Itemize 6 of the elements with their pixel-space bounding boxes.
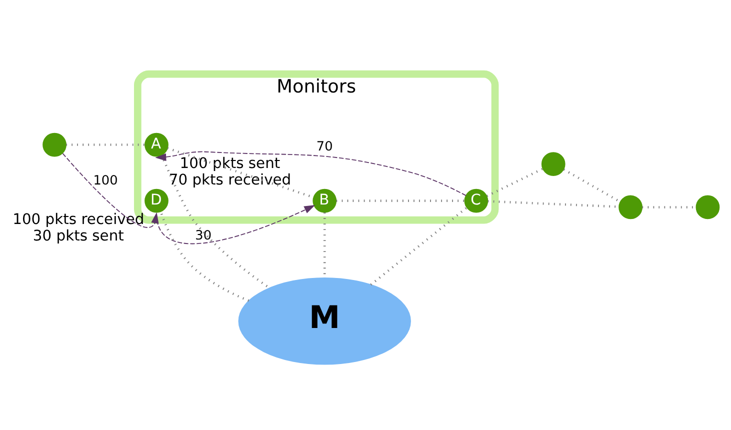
node-label: 100 pkts sent xyxy=(180,154,280,172)
node-label: 30 pkts sent xyxy=(32,227,124,244)
edge-label: 100 xyxy=(93,172,118,188)
edge-label: 70 xyxy=(316,138,333,154)
edge-label: 30 xyxy=(195,228,212,244)
node-label: 70 pkts received xyxy=(168,171,292,188)
